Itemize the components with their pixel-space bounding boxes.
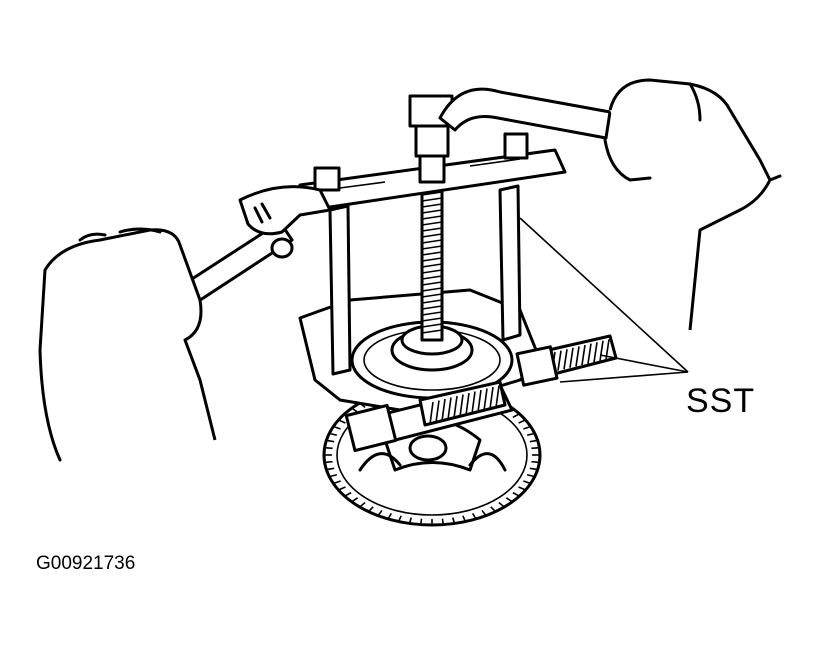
detail-stroke (333, 480, 341, 485)
detail-stroke (483, 388, 488, 411)
detail-stroke (421, 263, 443, 268)
detail-stroke (421, 209, 443, 214)
detail-stroke (531, 460, 540, 464)
detail-stroke (569, 347, 574, 368)
detail-stroke (421, 293, 443, 298)
detail-stroke (344, 491, 352, 497)
detail-stroke (324, 446, 333, 450)
detail-stroke (453, 395, 458, 419)
detail-stroke (531, 446, 540, 450)
detail-stroke (329, 432, 338, 437)
detail-stroke (421, 251, 443, 256)
detail-stroke (505, 497, 513, 503)
detail-stroke (419, 518, 423, 525)
detail-stroke (441, 398, 446, 422)
detail-stroke (471, 391, 476, 414)
detail-stroke (529, 439, 538, 443)
detail-stroke (518, 419, 526, 424)
detail-stroke (351, 497, 359, 503)
detail-stroke (435, 400, 440, 423)
detail-stroke (465, 392, 470, 416)
puller-legs (328, 184, 522, 376)
figure-id: G00921736 (36, 553, 136, 574)
detail-stroke (421, 197, 443, 202)
detail-stroke (421, 323, 443, 328)
detail-stroke (462, 515, 467, 522)
detail-stroke (421, 233, 443, 238)
side-bolt (515, 334, 618, 387)
detail-stroke (421, 191, 443, 196)
detail-stroke (441, 518, 445, 525)
detail-stroke (421, 317, 443, 322)
detail-stroke (452, 517, 456, 524)
detail-stroke (421, 311, 443, 316)
detail-stroke (326, 467, 335, 471)
detail-stroke (587, 343, 592, 364)
detail-stroke (489, 386, 494, 410)
left-hand (38, 227, 217, 462)
detail-stroke (526, 432, 535, 437)
detail-stroke (447, 397, 452, 420)
detail-stroke (421, 257, 443, 262)
lower-clamp-bar (344, 380, 514, 453)
right-hand (603, 78, 782, 331)
detail-stroke (481, 509, 487, 517)
detail-stroke (421, 239, 443, 244)
detail-stroke (421, 275, 443, 280)
detail-stroke (523, 425, 531, 430)
detail-stroke (367, 506, 374, 513)
detail-stroke (387, 513, 393, 520)
detail-stroke (421, 287, 443, 292)
detail-stroke (421, 299, 443, 304)
detail-stroke (459, 394, 464, 417)
detail-stroke (377, 509, 383, 517)
detail-stroke (397, 515, 402, 522)
detail-stroke (523, 480, 531, 485)
detail-stroke (421, 305, 443, 310)
detail-stroke (359, 501, 366, 508)
sst-callout-label: SST (686, 382, 756, 420)
detail-stroke (324, 460, 333, 464)
box-wrench (438, 87, 612, 140)
detail-stroke (338, 486, 346, 491)
detail-stroke (575, 346, 580, 367)
detail-stroke (477, 389, 482, 413)
detail-stroke (471, 513, 477, 520)
detail-stroke (421, 245, 443, 250)
detail-stroke (421, 221, 443, 226)
detail-stroke (421, 269, 443, 274)
forcing-screw (420, 148, 444, 342)
detail-stroke (338, 419, 346, 424)
detail-stroke (563, 349, 568, 370)
detail-stroke (326, 439, 335, 443)
detail-stroke (490, 506, 497, 513)
detail-stroke (557, 350, 562, 371)
detail-stroke (599, 340, 604, 361)
detail-stroke (408, 517, 412, 524)
detail-stroke (593, 342, 598, 363)
detail-stroke (581, 344, 586, 366)
detail-stroke (421, 329, 443, 334)
detail-stroke (529, 467, 538, 471)
adjustable-wrench (173, 185, 332, 310)
detail-stroke (429, 401, 434, 425)
detail-stroke (512, 491, 520, 497)
detail-stroke (498, 501, 505, 508)
detail-stroke (518, 486, 526, 491)
detail-stroke (512, 413, 520, 419)
detail-stroke (421, 203, 443, 208)
sst-leader-lines (519, 217, 689, 383)
detail-stroke (421, 281, 443, 286)
detail-stroke (329, 473, 338, 478)
detail-stroke (421, 215, 443, 220)
detail-stroke (495, 385, 500, 408)
detail-stroke (421, 227, 443, 232)
detail-stroke (333, 425, 341, 430)
detail-stroke (526, 473, 535, 478)
